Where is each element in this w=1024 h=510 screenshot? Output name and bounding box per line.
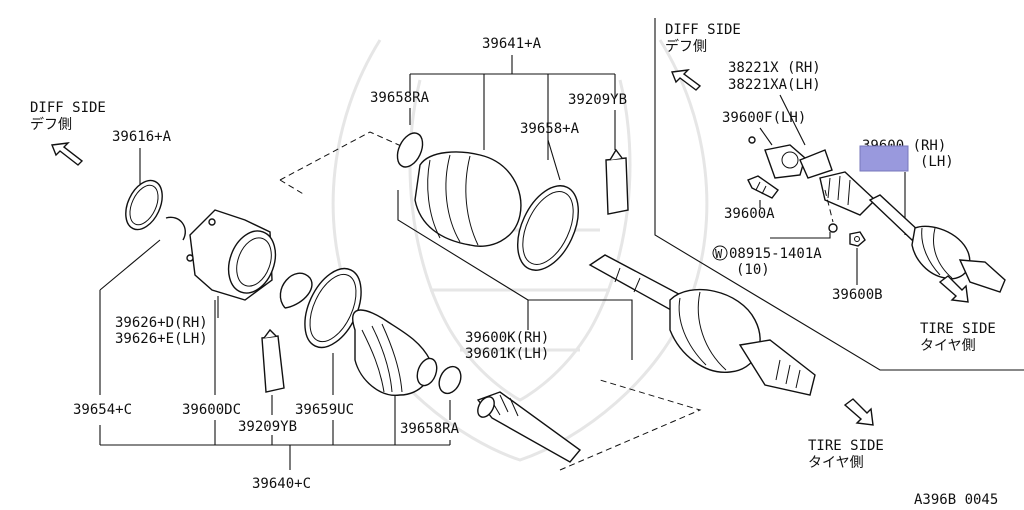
label-39209YB-top: 39209YB	[568, 92, 627, 108]
label-39658RA-top: 39658RA	[370, 90, 430, 106]
inset-bolt	[747, 175, 779, 199]
boot-outer	[396, 132, 522, 247]
label-39600K: 39600K(RH)	[465, 330, 549, 346]
grease-tube-bottom	[261, 328, 285, 393]
boot-band-large-inner	[309, 273, 357, 343]
boot-band-small	[438, 365, 462, 395]
diff-side-jp-label: デフ側	[30, 116, 72, 133]
label-39600LH: (LH)	[920, 154, 954, 170]
label-39600F: 39600F(LH)	[722, 110, 806, 126]
label-39600A: 39600A	[724, 206, 775, 222]
inset-dashed-line	[824, 189, 834, 223]
label-39209YB-bot: 39209YB	[238, 419, 297, 435]
tire-side-label: TIRE SIDE	[808, 438, 884, 454]
inset-diff-side-arrow-icon	[671, 69, 702, 91]
boot-39659UC	[352, 309, 438, 396]
label-38221X: 38221X (RH)	[728, 60, 821, 76]
label-39658RA-bot: 39658RA	[400, 421, 460, 437]
label-39641A: 39641+A	[482, 36, 542, 52]
leader-39658A	[547, 139, 561, 181]
diff-side-label: DIFF SIDE	[30, 100, 106, 116]
w-circle-icon	[712, 245, 728, 261]
label-39600B: 39600B	[832, 287, 883, 303]
highlight-box	[859, 145, 909, 172]
dashed-outline-right	[559, 379, 702, 471]
inset-tire-side-jp-label: タイヤ側	[920, 338, 976, 354]
label-39658A: 39658+A	[520, 121, 580, 137]
inset-flange	[748, 136, 833, 179]
label-qty: (10)	[736, 262, 770, 278]
inset-tire-side-arrow-icon	[938, 275, 969, 303]
inset-washer	[828, 223, 838, 233]
boot-band-ring	[125, 179, 163, 231]
joint-housing	[186, 209, 277, 301]
label-39616A: 39616+A	[112, 129, 172, 145]
circlip	[279, 272, 313, 309]
diagram-code: A396B 0045	[914, 492, 998, 508]
drive-shaft	[588, 254, 816, 396]
label-39640C: 39640+C	[252, 476, 311, 492]
bracket-39640C	[99, 395, 451, 470]
label-39601K: 39601K(LH)	[465, 346, 549, 362]
label-38221XA: 38221XA(LH)	[728, 77, 821, 93]
snap-ring-small	[165, 216, 186, 241]
label-39600DC: 39600DC	[182, 402, 241, 418]
boot-band-ring-inner	[129, 184, 159, 226]
leader-39600F	[759, 127, 773, 146]
inset-diff-side-jp-label: デフ側	[665, 38, 707, 55]
inset-nut	[849, 231, 866, 247]
label-39626E: 39626+E(LH)	[115, 331, 208, 347]
bracket-39600K	[397, 190, 633, 360]
stub-shaft	[476, 391, 582, 463]
label-39654C: 39654+C	[73, 402, 132, 418]
boot-band-39658A	[517, 185, 579, 271]
leader-08915	[770, 232, 831, 239]
boot-band-39658A-inner	[522, 191, 574, 265]
inset-diff-side-label: DIFF SIDE	[665, 22, 741, 38]
diff-side-arrow-icon	[51, 142, 84, 166]
bracket-39641A	[409, 55, 616, 160]
inset-tire-side-label: TIRE SIDE	[920, 321, 996, 337]
label-39626D: 39626+D(RH)	[115, 315, 208, 331]
label-08915: 08915-1401A	[729, 246, 822, 262]
w-symbol: W	[715, 247, 723, 261]
grease-tube-top	[605, 148, 629, 215]
leader-38221X	[779, 94, 806, 146]
tire-side-jp-label: タイヤ側	[808, 455, 864, 471]
tire-side-arrow-icon	[843, 398, 874, 426]
label-39659UC: 39659UC	[295, 402, 354, 418]
leader-39654C	[99, 239, 161, 395]
dashed-outline-left	[279, 131, 411, 196]
inset-border	[654, 18, 1024, 371]
inset-shaft	[819, 171, 1006, 293]
